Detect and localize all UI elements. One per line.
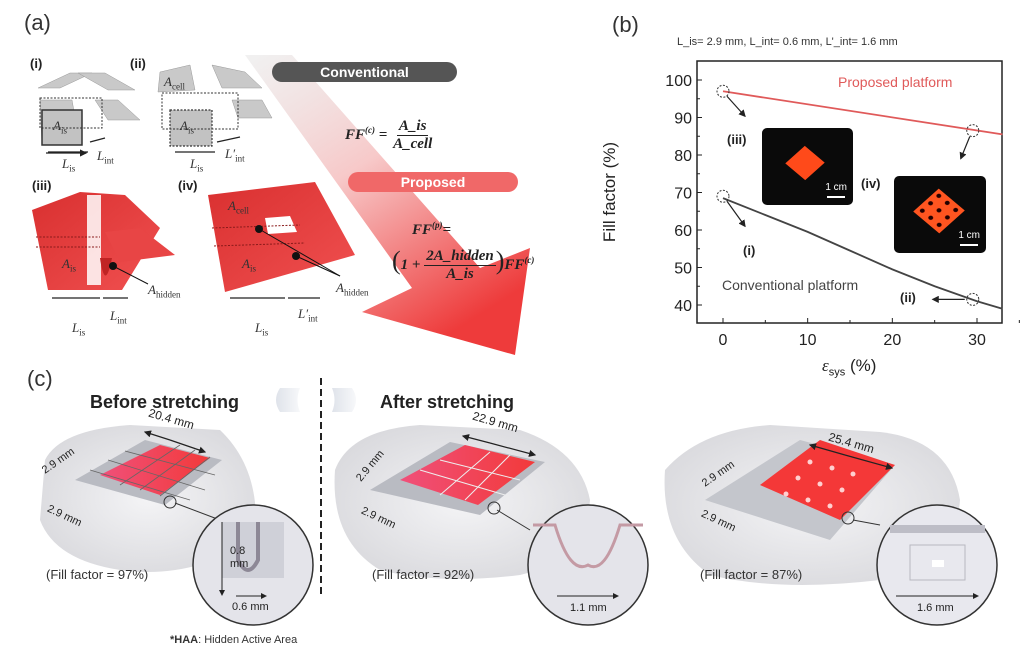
annot-iii: (iii) (727, 132, 747, 147)
label-a-hidden-iii: Ahidden (148, 282, 181, 300)
annot-i: (i) (743, 243, 756, 258)
label-l-int-i: Lint (97, 148, 114, 166)
fill-factor-1: (Fill factor = 97%) (46, 567, 149, 582)
ff-p-lhs: FF(p)= (412, 220, 452, 238)
y-tick-label: 70 (674, 186, 692, 203)
before-stretching-title: Before stretching (90, 392, 240, 412)
y-tick-label: 90 (674, 111, 692, 128)
big-gradient-arrow (245, 55, 530, 355)
y-tick-label: 50 (674, 261, 692, 278)
scale-bar (827, 196, 845, 198)
left-arrow-shape (276, 388, 300, 412)
lens-1 (163, 495, 314, 626)
y-tick-label: 80 (674, 148, 692, 165)
x-tick-label: 30 (968, 332, 986, 349)
label-a-cell-ii: Acell (164, 74, 185, 92)
label-l-is-i: Lis (62, 156, 76, 174)
y-tick-label: 60 (674, 223, 692, 240)
device-after-1 (334, 425, 590, 579)
panel-c-label: (c) (27, 366, 53, 391)
inset-photo-stretched: 1 cm (894, 176, 986, 253)
legend-proposed: Proposed platform (838, 74, 953, 90)
label-a-is-iii: Ais (62, 256, 76, 274)
right-arrow-shape (332, 388, 356, 412)
fill-factor-3: (Fill factor = 87%) (700, 567, 803, 582)
y-tick-label: 100 (665, 73, 692, 90)
marker-circle (966, 124, 980, 138)
marker-circle (966, 292, 980, 306)
y-tick-label: 40 (674, 298, 692, 315)
legend-conventional: Conventional platform (722, 277, 859, 293)
lens-3 (841, 504, 998, 626)
gap-label-2: 1.1 mm (570, 602, 607, 614)
annotation-arrow (959, 136, 971, 160)
label-l-is-iv: Lis (255, 320, 269, 338)
x-tick-label: 10 (799, 332, 817, 349)
sub-label-iii: (iii) (32, 178, 52, 193)
annot-iv: (iv) (861, 176, 881, 191)
label-l-int-prime-iv: L′int (298, 306, 318, 324)
label-a-is-i: Ais (53, 118, 67, 136)
conventional-pill: Conventional (272, 62, 457, 82)
marker-circle (716, 84, 730, 98)
schematic-ii (157, 64, 273, 119)
fill-factor-2: (Fill factor = 92%) (372, 567, 475, 582)
label-a-cell-iv: Acell (228, 198, 249, 216)
label-l-int-iii: Lint (110, 308, 127, 326)
after-stretching-title: After stretching (380, 392, 515, 412)
series-line-proposed (722, 90, 1003, 136)
panel-a-label: (a) (24, 10, 51, 35)
label-a-is-ii: Ais (180, 118, 194, 136)
schematic-iii (32, 192, 175, 290)
scale-bar (960, 244, 978, 246)
device-before (40, 425, 256, 572)
label-l-is-iii: Lis (72, 320, 86, 338)
sub-label-i: (i) (30, 56, 43, 71)
series-line-conventional (722, 197, 1003, 310)
sub-label-iv: (iv) (178, 178, 198, 193)
panel-b-label: (b) (612, 12, 639, 37)
x-axis-label: εsys (%) (822, 356, 877, 379)
label-l-int-prime-ii: L′int (225, 146, 245, 164)
label-a-hidden-iv: Ahidden (336, 280, 369, 298)
annotation-arrow (726, 95, 746, 118)
scale-label: 1 cm (825, 182, 847, 193)
sub-label-ii: (ii) (130, 56, 146, 71)
schematic-iv (208, 182, 355, 292)
inset-photo-unstretched: 1 cm (762, 128, 853, 205)
scale-label: 1 cm (958, 230, 980, 241)
lens-2 (487, 501, 649, 626)
annotation-arrow (726, 200, 746, 228)
label-a-is-iv: Ais (242, 256, 256, 274)
x-tick-label: 0 (719, 332, 728, 349)
footnote: *HAA: Hidden Active Area (170, 634, 298, 646)
annot-ii: (ii) (900, 290, 916, 305)
label-l-is-ii: Lis (190, 156, 204, 174)
marker-circle (716, 189, 730, 203)
gap-label-3: 1.6 mm (917, 602, 954, 614)
params-text: L_is= 2.9 mm, L_int= 0.6 mm, L'_int= 1.6… (677, 36, 898, 48)
x-tick-label: 20 (883, 332, 901, 349)
gap-label-1: 0.6 mm (232, 601, 269, 613)
proposed-pill: Proposed (348, 172, 518, 192)
